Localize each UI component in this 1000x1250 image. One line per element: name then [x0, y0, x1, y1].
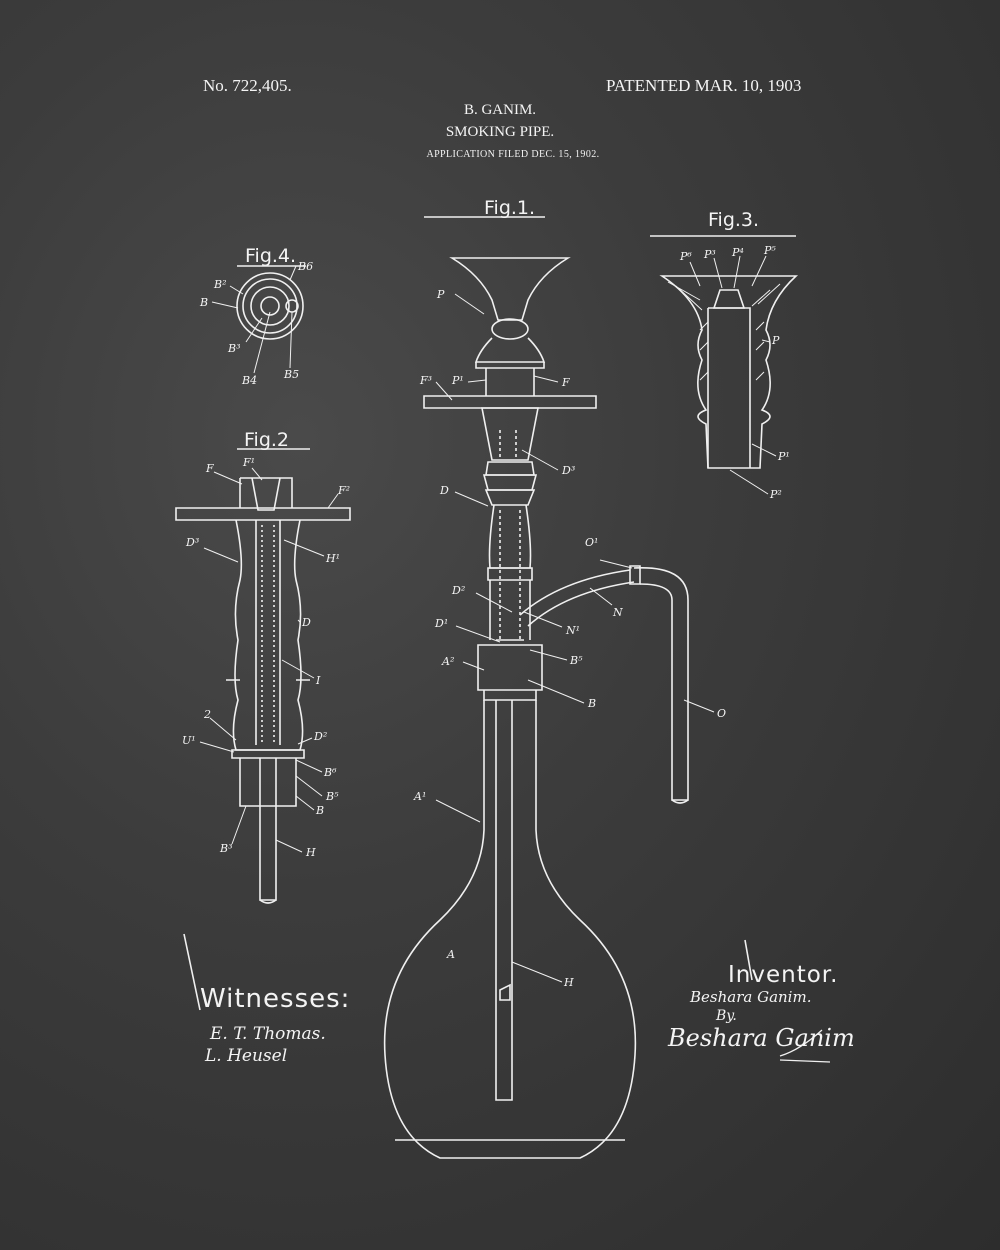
patent-number: No. 722,405.: [203, 76, 292, 95]
fig2-label-I: I: [315, 674, 321, 687]
fig4-label-B3: B³: [227, 342, 241, 355]
fig1-label-D1: D¹: [434, 617, 448, 630]
inventor-heading: Inventor.: [728, 962, 839, 988]
fig1-label-F3: F³: [419, 374, 432, 387]
fig2-label-2: 2: [203, 708, 211, 721]
application-filed: APPLICATION FILED DEC. 15, 1902.: [426, 149, 600, 160]
fig2-label-B6: B⁶: [323, 766, 337, 779]
fig1-label-O: O: [717, 707, 726, 720]
witness-stroke: [184, 934, 200, 1010]
inventor-stroke: [745, 940, 752, 980]
fig2-label-F2: F²: [337, 484, 350, 497]
fig3-label-P2: P²: [769, 488, 782, 501]
signature-flourish: [780, 1030, 830, 1062]
inventor-name-header: B. GANIM.: [463, 102, 537, 118]
witness-name-1: E. T. Thomas.: [210, 1024, 326, 1044]
fig1-label-N: N: [612, 606, 623, 619]
fig4-label-B4: B4: [241, 374, 257, 387]
fig1-label-B5: B⁵: [569, 654, 583, 667]
fig1-leaders: [436, 294, 714, 982]
patent-date: PATENTED MAR. 10, 1903: [606, 76, 802, 95]
fig4-label-B5: B5: [283, 368, 299, 381]
fig1-label-P1: P¹: [451, 374, 464, 387]
fig4-labels: B6 B² B B³ B4 B5: [199, 260, 313, 387]
fig4-label-B2: B²: [213, 278, 227, 291]
fig1-label-A2: A²: [441, 655, 454, 668]
inventor-signature: Beshara Ganim: [668, 1024, 855, 1052]
fig2-label-D3: D³: [185, 536, 199, 549]
fig2-label-D2: D²: [313, 730, 327, 743]
fig4-caption: Fig.4.: [245, 245, 296, 267]
fig2-label-F1: F¹: [242, 456, 255, 469]
patent-title: SMOKING PIPE.: [445, 124, 555, 140]
fig1-hookah: Fig.1.: [385, 197, 688, 1158]
witnesses-heading: Witnesses:: [200, 984, 351, 1014]
inventor-name: Beshara Ganim.: [690, 988, 812, 1006]
fig2-label-D: D: [301, 616, 311, 629]
fig4-label-B: B: [199, 296, 208, 309]
fig3-leaders: [690, 256, 776, 494]
fig2-label-B5: B⁵: [325, 790, 339, 803]
fig2-labels: F F¹ F² D³ H¹ D I 2 U¹ D² B⁶ B⁵ B B³ H: [182, 456, 350, 859]
fig4-cross-section: Fig.4.: [237, 245, 306, 339]
fig2-label-U1: U¹: [182, 734, 196, 747]
fig1-label-P: P: [436, 288, 445, 301]
fig1-label-D: D: [439, 484, 449, 497]
fig4-label-B6: B6: [297, 260, 313, 273]
fig3-label-P1: P¹: [777, 450, 790, 463]
fig1-labels: P P¹ F F³ D³ D D² D¹ A² N¹ B⁵ B O¹ N O A…: [413, 288, 726, 989]
fig2-label-H: H: [305, 846, 316, 859]
fig3-bowl-section: Fig.3.: [650, 209, 796, 468]
witness-name-2: L. Heusel: [205, 1046, 288, 1066]
fig3-label-P5: P⁵: [763, 244, 776, 257]
fig2-label-F: F: [205, 462, 214, 475]
fig3-caption: Fig.3.: [708, 209, 759, 231]
fig1-label-A1: A¹: [413, 790, 426, 803]
fig2-label-H1: H¹: [325, 552, 340, 565]
fig3-label-P: P: [771, 334, 780, 347]
fig1-label-B: B: [587, 697, 596, 710]
fig2-label-B3: B³: [219, 842, 233, 855]
fig1-label-O1: O¹: [585, 536, 598, 549]
fig2-section: Fig.2: [176, 429, 350, 903]
inventor-by: By.: [716, 1008, 737, 1024]
fig1-label-D3: D³: [561, 464, 575, 477]
fig4-leaders: [212, 266, 296, 373]
fig1-caption: Fig.1.: [484, 197, 535, 219]
fig1-label-H: H: [563, 976, 574, 989]
fig3-labels: P⁶ P³ P⁴ P⁵ P P¹ P²: [679, 244, 790, 501]
fig2-caption: Fig.2: [244, 429, 289, 451]
fig3-label-P6: P⁶: [679, 250, 692, 263]
fig1-label-N1: N¹: [565, 624, 580, 637]
fig3-label-P3: P³: [703, 248, 716, 261]
fig1-label-F: F: [561, 376, 570, 389]
fig1-label-D2: D²: [451, 584, 465, 597]
fig2-leaders: [200, 468, 338, 852]
fig1-label-A: A: [446, 948, 455, 961]
fig3-label-P4: P⁴: [731, 246, 744, 259]
fig2-label-B: B: [315, 804, 324, 817]
